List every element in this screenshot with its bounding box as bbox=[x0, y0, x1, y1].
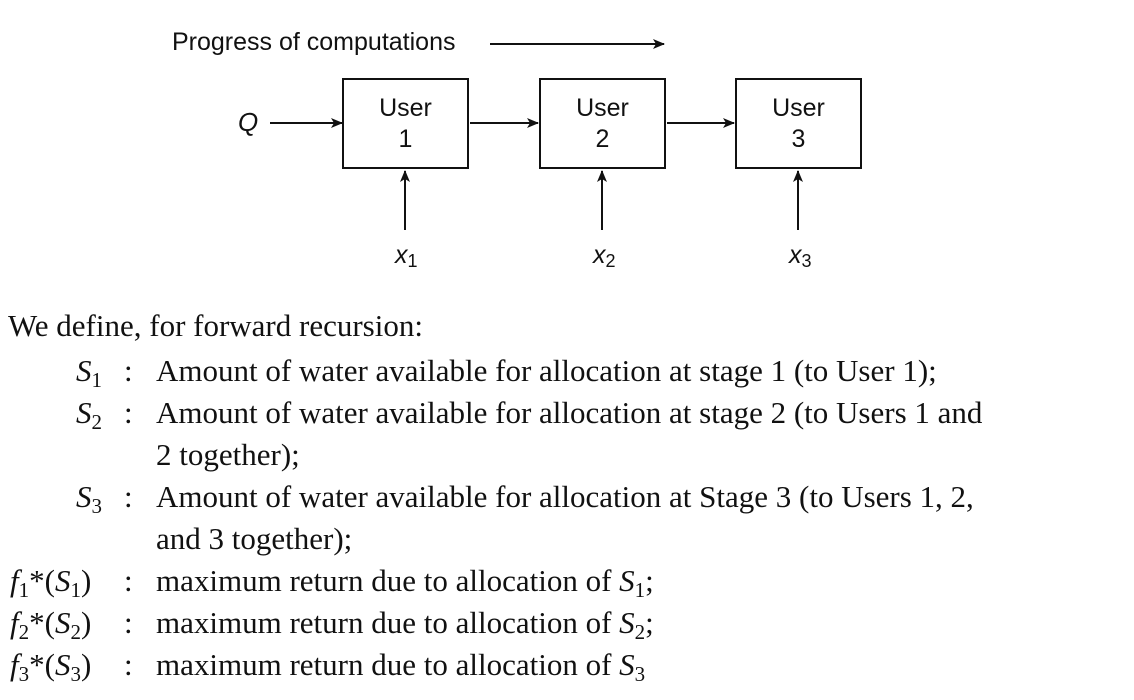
colon: : bbox=[124, 563, 133, 598]
input-label: Q bbox=[238, 107, 259, 137]
user-1-box: User 1 bbox=[342, 78, 469, 169]
function-text: maximum return due to allocation of S2; bbox=[156, 605, 654, 644]
definition-s2-continued: 2 together); bbox=[156, 437, 300, 472]
progress-label: Progress of computations bbox=[172, 28, 456, 56]
colon: : bbox=[124, 647, 133, 682]
decision-var-2: x2 bbox=[593, 241, 616, 271]
colon: : bbox=[124, 395, 133, 430]
diagram-arrows bbox=[270, 39, 803, 230]
user-3-title: User bbox=[772, 93, 825, 122]
user-2-box: User 2 bbox=[539, 78, 666, 169]
colon: : bbox=[124, 605, 133, 640]
user-3-number: 3 bbox=[791, 124, 806, 153]
colon: : bbox=[124, 353, 133, 388]
definition-text: Amount of water available for allocation… bbox=[156, 479, 974, 514]
user-2-number: 2 bbox=[595, 124, 610, 153]
intro-text: We define, for forward recursion: bbox=[8, 308, 423, 343]
user-2-title: User bbox=[576, 93, 629, 122]
symbol-s2: S2 bbox=[76, 395, 102, 434]
user-1-number: 1 bbox=[398, 124, 413, 153]
flow-diagram: Progress of computations Q User 1 User 2… bbox=[0, 0, 1134, 290]
function-text: maximum return due to allocation of S3 bbox=[156, 647, 646, 686]
definition-text: Amount of water available for allocation… bbox=[156, 353, 937, 388]
function-symbol-f2: f2*(S2) bbox=[10, 605, 92, 644]
user-1-title: User bbox=[379, 93, 432, 122]
function-symbol-f1: f1*(S1) bbox=[10, 563, 92, 602]
symbol-s1: S1 bbox=[76, 353, 102, 392]
symbol-s3: S3 bbox=[76, 479, 102, 518]
function-symbol-f3: f3*(S3) bbox=[10, 647, 92, 686]
decision-var-1: x1 bbox=[395, 241, 418, 271]
definition-text: Amount of water available for allocation… bbox=[156, 395, 983, 430]
decision-var-3: x3 bbox=[789, 241, 812, 271]
user-3-box: User 3 bbox=[735, 78, 862, 169]
definition-s3-continued: and 3 together); bbox=[156, 521, 353, 556]
colon: : bbox=[124, 479, 133, 514]
function-text: maximum return due to allocation of S1; bbox=[156, 563, 654, 602]
